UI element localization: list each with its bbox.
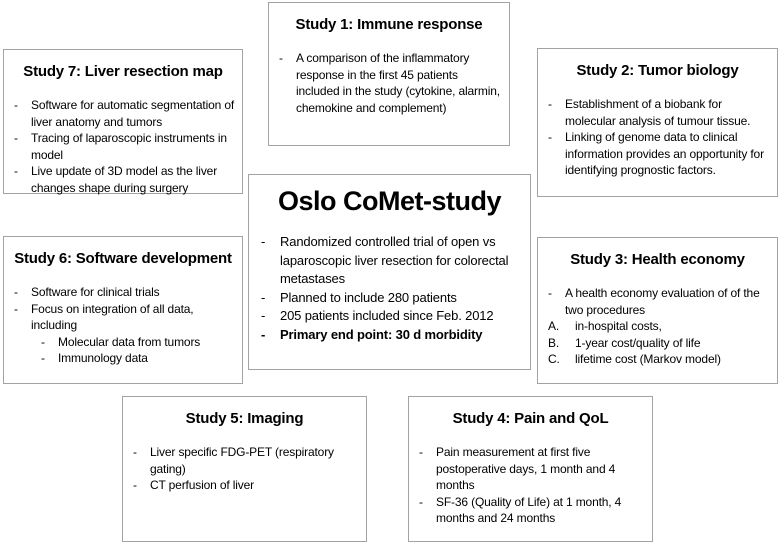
study-5-title: Study 5: Imaging — [185, 410, 304, 427]
dash-marker: - — [14, 301, 18, 316]
bullet-text: Tracing of laparoscopic instruments in m… — [31, 131, 227, 162]
bullet-item: - Randomized controlled trial of open vs… — [261, 233, 524, 289]
dash-marker: - — [548, 97, 552, 111]
study-1-body: - A comparison of the inflammatory respo… — [269, 50, 509, 116]
bullet-text: Focus on integration of all data, includ… — [31, 301, 194, 333]
bullet-text: lifetime cost (Markov model) — [575, 352, 721, 366]
lettered-item: B. 1-year cost/quality of life — [548, 335, 771, 352]
sub-bullet-item: - Immunology data — [14, 350, 236, 367]
dash-marker: - — [419, 494, 423, 509]
bullet-text: 1-year cost/quality of life — [575, 335, 701, 350]
bullet-item: - Pain measurement at first five postope… — [419, 444, 646, 494]
bullet-text: Software for clinical trials — [31, 285, 160, 299]
bullet-text: in-hospital costs, — [575, 319, 662, 333]
bullet-text: Software for automatic segmentation of l… — [31, 98, 235, 129]
study-5-body: - Liver specific FDG-PET (respiratory ga… — [123, 444, 366, 494]
dash-marker: - — [279, 51, 283, 65]
bullet-text: Molecular data from tumors — [58, 334, 201, 349]
study-3-title: Study 3: Health economy — [570, 251, 745, 268]
bullet-item: - Establishment of a biobank for molecul… — [548, 96, 771, 129]
bullet-item: - CT perfusion of liver — [133, 477, 360, 494]
dash-marker: - — [261, 308, 266, 323]
bullet-text: Liver specific FDG-PET (respiratory gati… — [150, 445, 334, 476]
bullet-text: SF-36 (Quality of Life) at 1 month, 4 mo… — [436, 494, 622, 526]
dash-marker: - — [419, 445, 423, 459]
bullet-item: - Software for automatic segmentation of… — [14, 97, 236, 130]
bullet-item: - Live update of 3D model as the liver c… — [14, 163, 236, 196]
dash-marker: - — [41, 334, 45, 349]
bullet-item: - A health economy evaluation of of the … — [548, 285, 771, 318]
dash-marker: - — [261, 289, 266, 305]
study-2-title: Study 2: Tumor biology — [576, 62, 739, 79]
bullet-text: A comparison of the inflammatory respons… — [296, 51, 500, 115]
study-6-title: Study 6: Software development — [14, 250, 232, 267]
bullet-text: Linking of genome data to clinical infor… — [565, 130, 764, 177]
study-1-box: Study 1: Immune response - A comparison … — [268, 2, 510, 146]
study-6-box: Study 6: Software development - Software… — [3, 236, 243, 384]
bullet-item: - Linking of genome data to clinical inf… — [548, 129, 771, 179]
study-6-body: - Software for clinical trials - Focus o… — [4, 284, 242, 367]
study-7-body: - Software for automatic segmentation of… — [4, 97, 242, 196]
study-7-box: Study 7: Liver resection map - Software … — [3, 49, 243, 196]
bullet-text: 205 patients included since Feb. 2012 — [280, 308, 494, 323]
dash-marker: - — [261, 234, 266, 249]
dash-marker: - — [41, 351, 45, 365]
study-4-title: Study 4: Pain and QoL — [452, 410, 609, 427]
dash-marker: - — [14, 98, 18, 112]
study-1-title: Study 1: Immune response — [295, 16, 483, 33]
study-4-body: - Pain measurement at first five postope… — [409, 444, 652, 527]
bullet-text: Live update of 3D model as the liver cha… — [31, 164, 218, 195]
bullet-text: A health economy evaluation of of the tw… — [565, 286, 760, 317]
bullet-text: CT perfusion of liver — [150, 478, 255, 492]
letter-marker: A. — [548, 319, 560, 333]
bullet-text: Immunology data — [58, 351, 148, 365]
bullet-item: - SF-36 (Quality of Life) at 1 month, 4 … — [419, 494, 646, 527]
bullet-item: - Tracing of laparoscopic instruments in… — [14, 130, 236, 163]
center-box: Oslo CoMet-study - Randomized controlled… — [248, 174, 531, 370]
dash-marker: - — [261, 326, 266, 342]
dash-marker: - — [548, 130, 552, 144]
bullet-item: - Focus on integration of all data, incl… — [14, 301, 236, 334]
bullet-item: - Planned to include 280 patients — [261, 289, 524, 308]
letter-marker: C. — [548, 352, 560, 366]
bullet-text: Establishment of a biobank for molecular… — [565, 97, 751, 128]
bullet-text: Primary end point: 30 d morbidity — [280, 326, 483, 342]
dash-marker: - — [14, 164, 18, 178]
lettered-item: A. in-hospital costs, — [548, 318, 771, 335]
bullet-item: - Liver specific FDG-PET (respiratory ga… — [133, 444, 360, 477]
bullet-item-primary-endpoint: - Primary end point: 30 d morbidity — [261, 326, 524, 345]
study-2-body: - Establishment of a biobank for molecul… — [538, 96, 777, 179]
bullet-text: Randomized controlled trial of open vs l… — [280, 234, 509, 286]
study-2-box: Study 2: Tumor biology - Establishment o… — [537, 48, 778, 197]
study-3-box: Study 3: Health economy - A health econo… — [537, 237, 778, 384]
sub-bullet-item: - Molecular data from tumors — [14, 334, 236, 351]
center-body: - Randomized controlled trial of open vs… — [249, 233, 530, 344]
dash-marker: - — [133, 445, 137, 459]
study-7-title: Study 7: Liver resection map — [23, 63, 223, 80]
study-3-body: - A health economy evaluation of of the … — [538, 285, 777, 368]
study-4-box: Study 4: Pain and QoL - Pain measurement… — [408, 396, 653, 542]
bullet-item: - Software for clinical trials — [14, 284, 236, 301]
bullet-text: Planned to include 280 patients — [280, 289, 457, 305]
dash-marker: - — [133, 478, 137, 492]
bullet-item: - A comparison of the inflammatory respo… — [279, 50, 503, 116]
dash-marker: - — [14, 131, 18, 145]
dash-marker: - — [14, 285, 18, 299]
bullet-text: Pain measurement at first five postopera… — [436, 445, 616, 492]
letter-marker: B. — [548, 335, 560, 350]
bullet-item: - 205 patients included since Feb. 2012 — [261, 307, 524, 326]
dash-marker: - — [548, 286, 552, 300]
oslo-comet-title: Oslo CoMet-study — [277, 186, 502, 216]
lettered-item: C. lifetime cost (Markov model) — [548, 351, 771, 368]
study-5-box: Study 5: Imaging - Liver specific FDG-PE… — [122, 396, 367, 542]
